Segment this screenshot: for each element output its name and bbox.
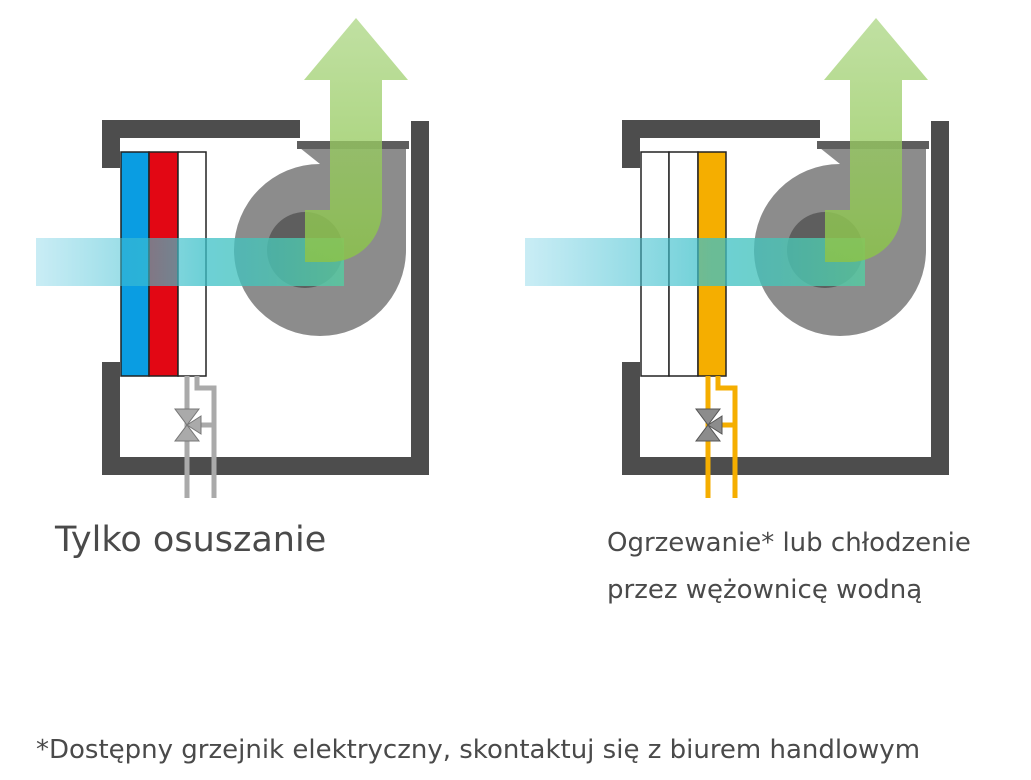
caption-water-coil-line-1: Ogrzewanie* lub chłodzenie bbox=[607, 528, 971, 558]
caption-dehumidification-only: Tylko osuszanie bbox=[55, 520, 327, 560]
caption-water-coil-line-2: przez wężownicę wodną bbox=[607, 575, 923, 605]
inflow-air-arrow bbox=[36, 238, 344, 286]
unit-dehumidification-only bbox=[36, 18, 429, 498]
three-way-valve-icon bbox=[695, 408, 723, 442]
outflow-air-arrow bbox=[304, 18, 408, 262]
outflow-air-arrow bbox=[824, 18, 928, 262]
footnote: *Dostępny grzejnik elektryczny, skontakt… bbox=[36, 735, 921, 765]
unit-housing bbox=[102, 120, 429, 475]
unit-housing bbox=[622, 120, 949, 475]
three-way-valve-icon bbox=[174, 408, 202, 442]
inflow-air-arrow bbox=[525, 238, 865, 286]
unit-water-coil bbox=[525, 18, 949, 498]
